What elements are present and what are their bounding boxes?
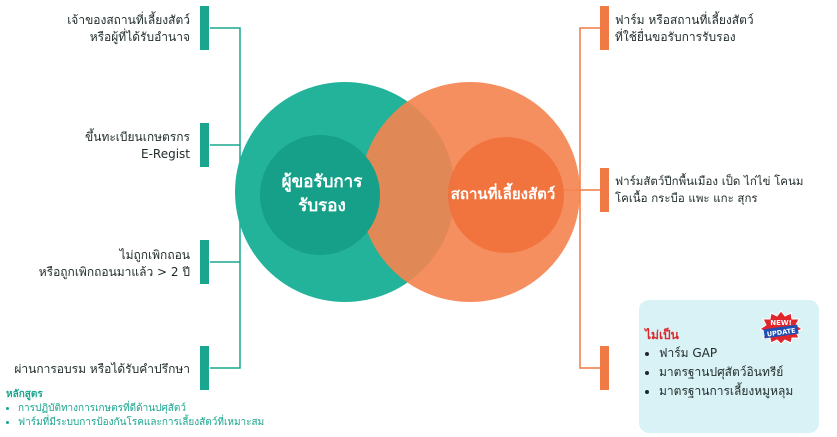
left-tab-4	[200, 346, 209, 390]
not-applicable-item: มาตรฐานปศุสัตว์อินทรีย์	[659, 363, 793, 382]
left-item-4-line-1: ผ่านการอบรม หรือได้รับคำปรึกษา	[14, 362, 190, 376]
left-item-1: เจ้าของสถานที่เลี้ยงสัตว์ หรือผู้ที่ได้ร…	[0, 12, 190, 46]
right-item-1-line-2: ที่ใช้ยื่นขอรับการรับรอง	[615, 30, 736, 44]
course-item: การปฏิบัติทางการเกษตรที่ดีด้านปศุสัตว์	[18, 402, 264, 416]
left-item-1-line-1: เจ้าของสถานที่เลี้ยงสัตว์	[67, 13, 190, 27]
course-title: หลักสูตร	[6, 389, 43, 400]
left-item-2: ขึ้นทะเบียนเกษตรกร E-Regist	[0, 129, 190, 163]
course-item: ฟาร์มที่มีระบบการป้องกันโรคและการเลี้ยงส…	[18, 416, 264, 430]
applicant-inner-circle	[260, 135, 380, 255]
new-update-badge-icon: NEW! UPDATE	[759, 310, 803, 344]
left-tab-3	[200, 240, 209, 284]
right-tab-3	[600, 346, 609, 390]
applicant-label-line-1: ผู้ขอรับการ	[281, 172, 363, 192]
left-item-3-line-2: หรือถูกเพิกถอนมาแล้ว > 2 ปี	[38, 265, 190, 279]
right-tab-1	[600, 6, 609, 50]
left-item-3: ไม่ถูกเพิกถอน หรือถูกเพิกถอนมาแล้ว > 2 ป…	[0, 247, 190, 281]
applicant-label-line-2: รับรอง	[298, 196, 346, 216]
not-applicable-item: มาตรฐานการเลี้ยงหมูหลุม	[659, 382, 793, 401]
right-item-2: ฟาร์มสัตว์ปีกพื้นเมือง เป็ด ไก่ไข่ โคนม …	[615, 173, 837, 207]
left-item-4: ผ่านการอบรม หรือได้รับคำปรึกษา	[0, 361, 190, 379]
right-item-1: ฟาร์ม หรือสถานที่เลี้ยงสัตว์ ที่ใช้ยื่นข…	[615, 12, 830, 46]
right-tab-2	[600, 168, 609, 212]
premises-inner-circle	[448, 137, 564, 253]
badge-line-2: UPDATE	[766, 327, 796, 339]
not-applicable-item: ฟาร์ม GAP	[659, 344, 793, 363]
right-item-2-line-1: ฟาร์มสัตว์ปีกพื้นเมือง เป็ด ไก่ไข่ โคนม	[615, 174, 804, 188]
course-section: หลักสูตร การปฏิบัติทางการเกษตรที่ดีด้านป…	[6, 388, 264, 430]
not-applicable-box: ไม่เป็น ฟาร์ม GAP มาตรฐานปศุสัตว์อินทรีย…	[639, 300, 819, 433]
right-connector	[579, 27, 605, 369]
not-applicable-list: ฟาร์ม GAP มาตรฐานปศุสัตว์อินทรีย์ มาตรฐา…	[645, 344, 793, 401]
left-tab-1	[200, 6, 209, 50]
left-item-2-line-1: ขึ้นทะเบียนเกษตรกร	[85, 130, 190, 144]
left-item-1-line-2: หรือผู้ที่ได้รับอำนาจ	[89, 30, 190, 44]
applicant-label: ผู้ขอรับการ รับรอง	[262, 170, 382, 218]
left-item-3-line-1: ไม่ถูกเพิกถอน	[119, 248, 190, 262]
premises-label: สถานที่เลี้ยงสัตว์	[450, 185, 556, 203]
right-item-1-line-1: ฟาร์ม หรือสถานที่เลี้ยงสัตว์	[615, 13, 754, 27]
left-tab-2	[200, 123, 209, 167]
left-item-2-line-2: E-Regist	[140, 147, 190, 161]
badge-line-1: NEW!	[770, 319, 792, 327]
right-item-2-line-2: โคเนื้อ กระบือ แพะ แกะ สุกร	[615, 191, 758, 205]
course-list: การปฏิบัติทางการเกษตรที่ดีด้านปศุสัตว์ ฟ…	[6, 402, 264, 430]
not-applicable-heading: ไม่เป็น	[645, 328, 679, 342]
